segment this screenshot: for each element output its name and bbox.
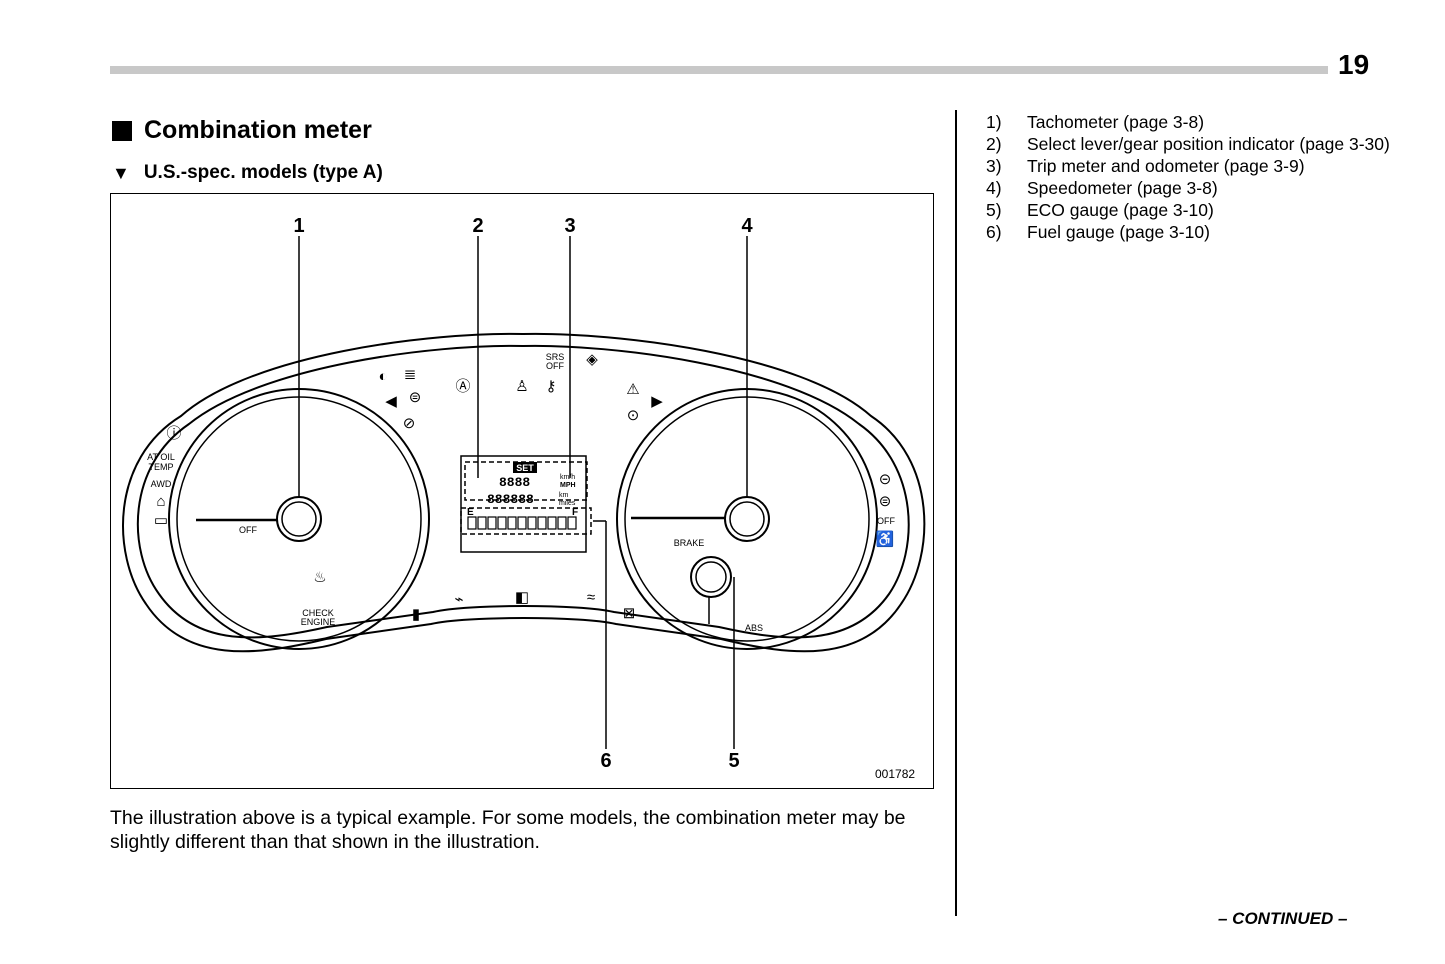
rear-fog-icon: ≈ [587,589,595,606]
legend-list: 1) Tachometer (page 3-8) 2) Select lever/g… [986,112,1406,244]
legend-item-number: 4) [986,178,1002,198]
lcd-unit-kmh: km/h [560,474,575,481]
legend-item-text: Trip meter and odometer (page 3-9) [1027,156,1305,176]
meter-illustration: 1 2 3 4 5 6 AT OIL TEMP AWD CHECK ENGINE… [122,215,926,781]
figure-caption: The illustration above is a typical exam… [110,807,906,853]
page-number: 19 [1338,49,1370,80]
seatbelt-icon: ♙ [515,378,528,395]
figure-code: 001782 [875,767,915,781]
continued-label: – CONTINUED – [1218,909,1348,928]
subsection-title-text: U.S.-spec. models (type A) [143,162,383,183]
legend-item: 5) ECO gauge (page 3-10) [986,200,1406,220]
combination-meter-figure: 1 2 3 4 5 6 AT OIL TEMP AWD CHECK ENGINE… [110,193,934,789]
headlight-leveling-icon: ⊝ [879,471,892,488]
triangle-bullet-icon: ▼ [112,162,130,183]
awd-label: AWD [151,479,172,489]
passenger-seatbelt-icon: ⚠ [626,381,639,398]
tire-pressure-icon: ⓘ [166,425,181,442]
lcd-set-indicator [513,462,537,473]
legend-item: 3) Trip meter and odometer (page 3-9) [986,156,1406,176]
at-oil-temp-label-2: TEMP [148,462,173,472]
fog-light-icon: ◐ [378,368,387,385]
cluster-outline [122,332,926,653]
headlight-beam-icon: ≣ [404,366,417,383]
callout-2: 2 [472,215,483,237]
vdc-off-label: OFF [877,516,895,526]
battery-icon: ▭ [154,512,168,529]
legend-item: 6) Fuel gauge (page 3-10) [986,222,1406,242]
callout-4: 4 [741,215,753,237]
legend-item-text: Speedometer (page 3-8) [1027,178,1218,198]
check-engine-label-2: ENGINE [301,617,336,627]
lcd-set-label: SET [516,463,534,473]
legend-item-text: Select lever/gear position indicator (pa… [1027,134,1390,154]
at-oil-temp-label-1: AT OIL [147,452,175,462]
legend-item-text: ECO gauge (page 3-10) [1027,200,1214,220]
power-steering-icon: ⊙ [627,407,640,424]
airbag-icon: ♿ [876,530,895,548]
fuel-gauge-segments [467,516,577,530]
lcd-unit-km: km [559,492,569,499]
legend-item: 1) Tachometer (page 3-8) [986,112,1406,132]
square-bullet-icon [112,120,132,141]
turn-right-arrow-icon: ▶ [651,393,663,410]
section-title-text: Combination meter [144,116,372,144]
legend-item: 4) Speedometer (page 3-8) [986,178,1406,198]
vdc-icon: ⊜ [879,493,892,510]
header-rule [110,66,1328,74]
turn-left-arrow-icon: ◀ [385,393,397,410]
vehicle-dynamics-icon: ⊜ [409,389,422,406]
coolant-temp-icon: ♨ [313,569,326,586]
legend-item-number: 1) [986,112,1002,132]
tachometer-hub [276,496,322,542]
check-engine-label-1: CHECK [302,608,334,618]
subsection-title: ▼ U.S.-spec. models (type A) [112,162,383,184]
callout-5: 5 [728,750,739,772]
legend-item-number: 2) [986,134,1002,154]
legend-item-text: Fuel gauge (page 3-10) [1027,222,1210,242]
legend-item-number: 6) [986,222,1002,242]
auto-lamp-icon: Ⓐ [455,378,470,395]
windshield-icon: ◈ [586,351,598,368]
fuel-empty-label: E [467,507,474,518]
oil-pressure-icon: ⌂ [156,493,165,510]
eco-off-label: OFF [239,525,257,535]
legend-item: 2) Select lever/gear position indicator (… [986,134,1406,154]
abs-label: ABS [745,623,763,633]
callout-1: 1 [293,215,304,237]
key-icon: ⚷ [546,378,557,395]
speedometer-hub [724,496,770,542]
srs-off-label-1: SRS [546,352,565,362]
lcd-fuel-highlight [460,507,592,535]
lcd-odometer-digits: 888888 [487,492,534,507]
brake-label: BRAKE [674,538,705,548]
oil-level-icon: ⌁ [454,591,463,608]
column-divider [955,110,957,916]
srs-off-label-2: OFF [546,361,564,371]
lcd-unit-mph: MPH [560,482,576,489]
cruise-control-icon: ⊘ [403,415,416,432]
security-icon: ⊠ [623,605,636,622]
fuel-full-label: F [572,507,578,518]
legend-item-number: 3) [986,156,1002,176]
callout-6: 6 [600,750,611,772]
eco-gauge [690,556,732,598]
legend-item-number: 5) [986,200,1002,220]
cluster-inner-outline [136,344,910,639]
low-fuel-icon: ▮ [412,606,420,623]
callout-3: 3 [564,215,575,237]
legend-item-text: Tachometer (page 3-8) [1027,112,1205,132]
section-title: Combination meter [112,116,372,145]
lcd-display [460,455,587,553]
lcd-trip-digits: 8888 [499,475,530,490]
lcd-unit-miles: miles [559,500,576,507]
eco-icon: ◧ [515,589,529,606]
